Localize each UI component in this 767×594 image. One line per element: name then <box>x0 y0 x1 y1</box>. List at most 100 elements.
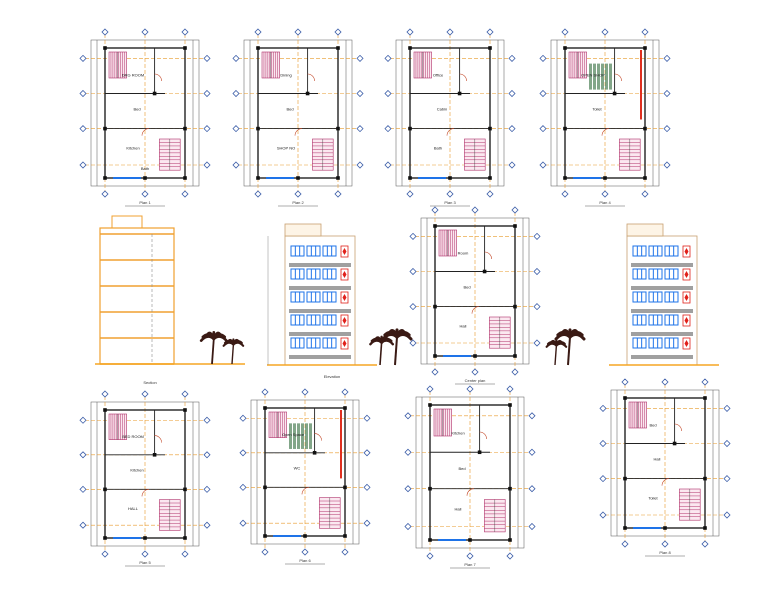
staircase <box>619 138 641 171</box>
room-label: Toilet <box>648 495 658 500</box>
grid-bubble <box>406 190 414 198</box>
grid-bubble <box>232 125 240 133</box>
window <box>648 268 663 280</box>
grid-bubble <box>203 125 211 133</box>
column <box>513 224 517 228</box>
grid-bubble <box>508 89 516 98</box>
grid-bubble <box>79 521 87 529</box>
plan-caption: Plan 2 <box>292 200 304 205</box>
column <box>488 126 492 131</box>
room-label: SHOP NO <box>277 145 295 150</box>
column <box>336 176 340 180</box>
column <box>513 304 517 309</box>
staircase <box>108 413 127 440</box>
plan-caption: Plan 6 <box>299 558 311 563</box>
grid-bubble <box>101 28 109 36</box>
section-caption: Section <box>143 380 156 385</box>
stair-tower <box>111 215 143 229</box>
column <box>482 269 487 274</box>
grid-bubble <box>404 448 412 456</box>
parapet <box>284 223 322 237</box>
door-swing <box>301 487 310 495</box>
column <box>183 126 187 131</box>
column <box>473 354 477 358</box>
grid-bubble <box>663 161 671 169</box>
grid-bubble <box>294 190 302 198</box>
window <box>632 268 647 280</box>
room-label: Bath <box>434 145 442 150</box>
grid-bubble <box>508 125 516 133</box>
window <box>664 268 679 280</box>
plan-caption: Plan 8 <box>659 550 671 555</box>
grid-bubble <box>539 161 547 169</box>
room-label: Bed <box>286 106 293 111</box>
column <box>256 46 260 50</box>
room-label: HALL <box>128 506 139 511</box>
door-swing <box>479 431 487 440</box>
grid-bubble <box>363 449 371 457</box>
elevation-caption: Elevation <box>324 374 340 379</box>
grid-bubble <box>79 451 87 459</box>
column <box>256 176 260 180</box>
room-label: Bed <box>133 106 140 111</box>
door-swing <box>154 73 162 82</box>
column <box>343 406 347 410</box>
column <box>672 441 677 446</box>
column <box>343 534 347 538</box>
column <box>428 486 432 491</box>
door-swing <box>307 73 315 82</box>
grid-bubble <box>261 388 269 396</box>
plan-caption: Plan 7 <box>464 562 476 567</box>
side-window-mark <box>684 248 689 255</box>
grid-bubble <box>723 404 731 412</box>
balcony-band <box>631 332 693 336</box>
window <box>290 291 305 303</box>
column <box>428 403 432 407</box>
room-label: Kitchen <box>130 467 143 472</box>
balcony-band <box>289 355 351 359</box>
window <box>648 291 663 303</box>
palm-tree <box>554 328 586 366</box>
grid-bubble <box>663 89 671 98</box>
grid-bubble <box>599 404 607 412</box>
column <box>103 487 107 492</box>
window <box>664 337 679 349</box>
grid-bubble <box>341 548 349 556</box>
grid-bubble <box>641 28 649 36</box>
window <box>648 314 663 326</box>
grid-bubble <box>239 449 247 457</box>
column <box>312 451 317 455</box>
balcony-band <box>631 286 693 290</box>
grid-bubble <box>426 552 434 560</box>
window <box>306 291 321 303</box>
grid-bubble <box>528 485 536 493</box>
window <box>648 245 663 257</box>
grid-bubble <box>471 368 479 376</box>
grid-bubble <box>663 54 671 62</box>
grid-bubble <box>409 232 417 240</box>
grid-bubble <box>539 125 547 133</box>
column <box>488 176 492 180</box>
staircase <box>484 499 506 533</box>
grid-bubble <box>486 28 494 36</box>
side-window-mark <box>684 340 689 347</box>
column <box>143 536 147 540</box>
palm-tree <box>199 331 228 365</box>
grid-bubble <box>203 451 211 459</box>
door-swing <box>446 128 455 136</box>
grid-bubble <box>181 28 189 36</box>
grid-bubble <box>254 28 262 36</box>
grid-bubble <box>471 206 479 214</box>
staircase <box>568 51 587 79</box>
window <box>648 337 663 349</box>
grid-bubble <box>384 89 392 98</box>
column <box>563 46 567 50</box>
column <box>103 176 107 180</box>
window <box>306 245 321 257</box>
grid-bubble <box>101 550 109 558</box>
door-swing <box>466 488 475 496</box>
